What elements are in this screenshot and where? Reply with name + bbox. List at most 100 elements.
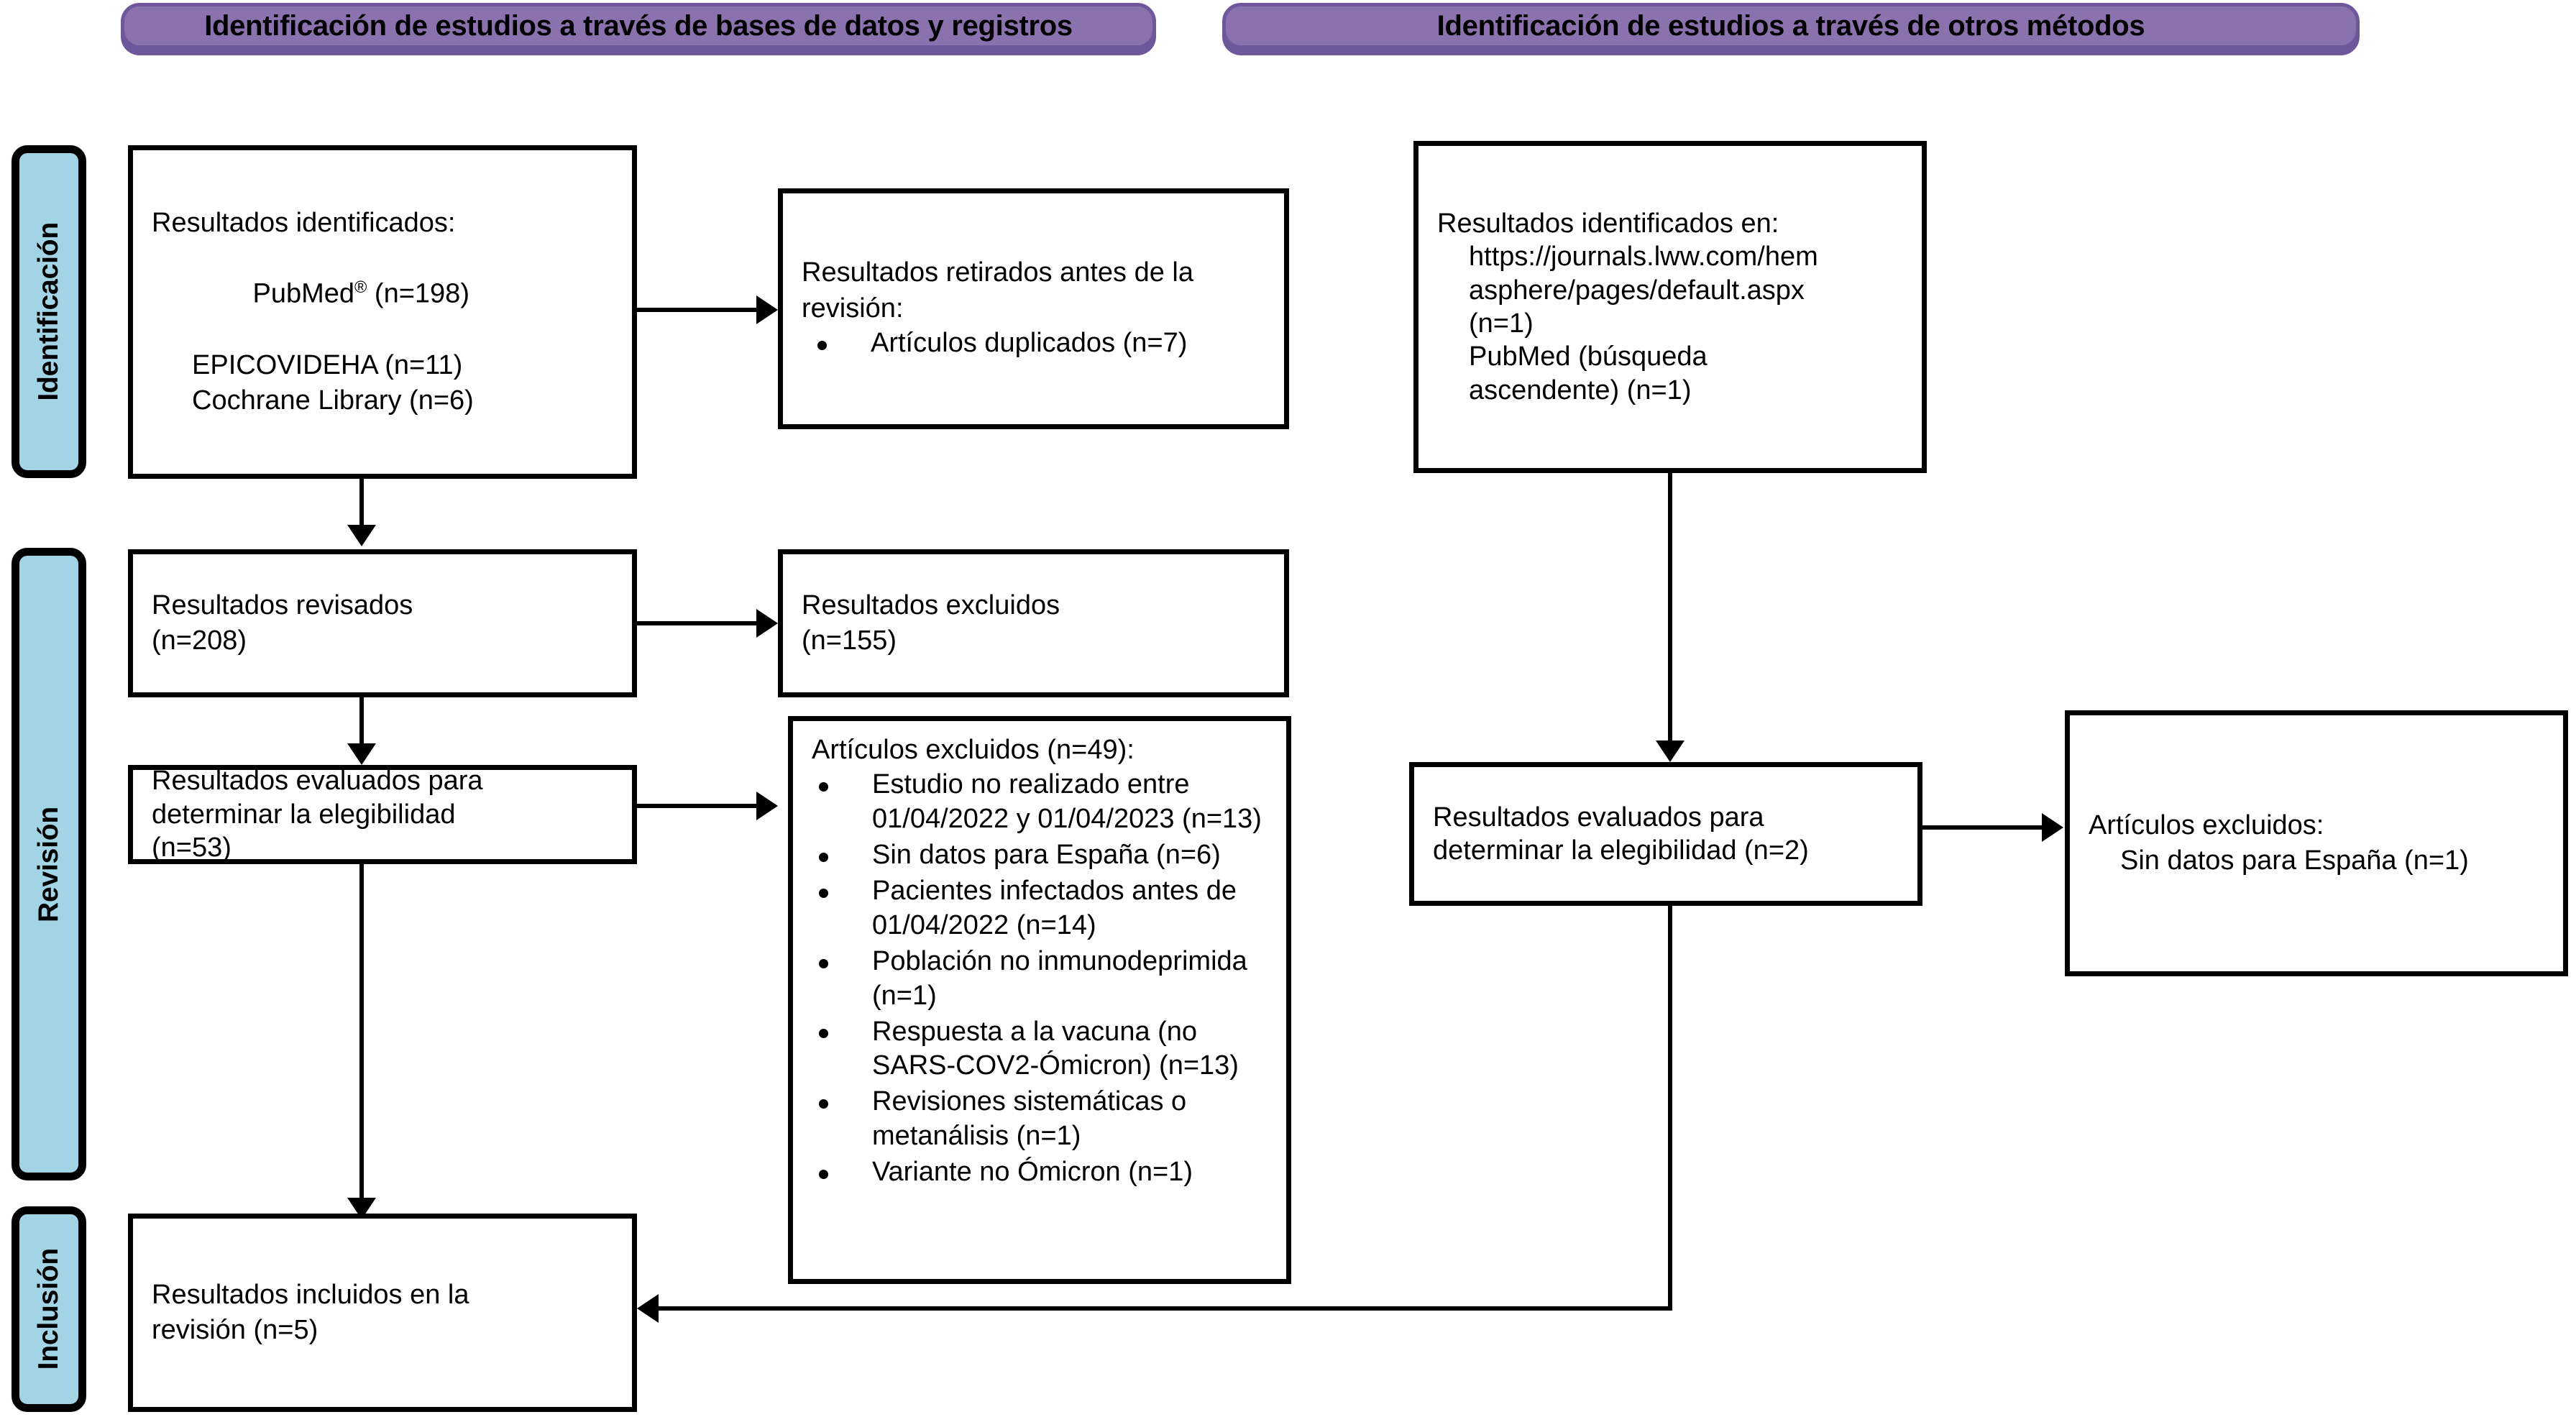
arrowhead-identified-other-to-eligibility-other: [1656, 740, 1685, 762]
connector-identified-to-screened: [359, 479, 364, 529]
arrowhead-eligibility-to-articles-excluded: [756, 792, 778, 820]
identified-source-pubmed-count: (n=198): [367, 278, 469, 309]
node-screened-excluded: Resultados excluidos (n=155): [778, 549, 1289, 697]
removed-bullet-duplicados: Artículos duplicados (n=7): [871, 327, 1188, 358]
node-articles-excluded-other-body: Artículos excluidos: Sin datos para Espa…: [2070, 808, 2563, 879]
list-item: Población no inmunodeprimida (n=1): [803, 945, 1276, 1014]
stage-tab-identificacion: Identificación: [12, 145, 86, 478]
connector-eligibility-to-articles-excluded: [637, 804, 759, 808]
arrowhead-identified-to-removed: [756, 295, 778, 324]
node-eligibility-databases-body: Resultados evaluados para determinar la …: [133, 764, 632, 864]
identified-source-epicovideha: EPICOVIDEHA (n=11): [192, 349, 463, 380]
arrowhead-screened-to-eligibility: [347, 743, 376, 765]
screened-excluded-count: (n=155): [802, 625, 897, 656]
node-identified-databases: Resultados identificados: PubMed® (n=198…: [128, 145, 637, 479]
identified-other-url-count: (n=1): [1469, 308, 1534, 339]
node-articles-excluded-body: Artículos excluidos (n=49): Estudio no r…: [793, 733, 1286, 1191]
identified-other-url-part1: https://journals.lww.com/hem: [1469, 242, 1818, 272]
connector-identified-other-to-eligibility-other: [1668, 473, 1672, 745]
bullet-dot-icon: [819, 852, 828, 862]
removed-bullet-list: Artículos duplicados (n=7): [802, 326, 1265, 361]
connector-identified-to-removed: [637, 308, 759, 312]
connector-screened-to-eligibility: [359, 697, 364, 748]
node-eligibility-databases: Resultados evaluados para determinar la …: [128, 765, 637, 864]
node-removed-before-screening: Resultados retirados antes de la revisió…: [778, 188, 1289, 429]
node-included-body: Resultados incluidos en la revisión (n=5…: [133, 1278, 632, 1349]
identified-other-url-part2: asphere/pages/default.aspx: [1469, 275, 1805, 306]
list-item: Sin datos para España (n=6): [803, 838, 1276, 873]
articles-excluded-other-detail: Sin datos para España (n=1): [2120, 845, 2469, 876]
eligibility-other-line1: Resultados evaluados para: [1433, 802, 1764, 833]
node-screened-excluded-body: Resultados excluidos (n=155): [783, 588, 1284, 659]
node-articles-excluded-other: Artículos excluidos: Sin datos para Espa…: [2065, 710, 2568, 976]
node-screened: Resultados revisados (n=208): [128, 549, 637, 697]
arrowhead-screened-to-excluded: [756, 609, 778, 638]
screened-label: Resultados revisados: [152, 590, 413, 620]
node-eligibility-other-methods-body: Resultados evaluados para determinar la …: [1414, 801, 1917, 868]
node-included: Resultados incluidos en la revisión (n=5…: [128, 1214, 637, 1412]
eligibility-db-line2: determinar la elegibilidad: [152, 799, 456, 830]
identified-other-pubmed-line2: ascendente) (n=1): [1469, 375, 1692, 405]
stage-tab-revision-label: Revisión: [33, 806, 64, 922]
node-identified-other-methods-body: Resultados identificados en: https://jou…: [1418, 207, 1922, 407]
list-item: Variante no Ómicron (n=1): [803, 1155, 1276, 1190]
connector-eligibility-other-to-included-horizontal: [659, 1306, 1672, 1311]
arrowhead-eligibility-other-to-excluded-other: [2042, 813, 2063, 842]
banner-databases-label: Identificación de estudios a través de b…: [204, 9, 1073, 42]
stage-tab-inclusion-label: Inclusión: [33, 1248, 64, 1370]
included-line1: Resultados incluidos en la: [152, 1279, 469, 1310]
node-identified-other-methods: Resultados identificados en: https://jou…: [1413, 141, 1927, 473]
connector-eligibility-other-to-included-vertical: [1668, 906, 1672, 1311]
arrowhead-eligibility-other-to-included: [637, 1294, 659, 1323]
connector-eligibility-other-to-excluded-other: [1922, 825, 2045, 830]
eligibility-other-line2: determinar la elegibilidad (n=2): [1433, 835, 1809, 866]
stage-tab-inclusion: Inclusión: [12, 1206, 86, 1412]
node-screened-body: Resultados revisados (n=208): [133, 588, 632, 659]
node-removed-before-screening-body: Resultados retirados antes de la revisió…: [783, 255, 1284, 362]
articles-excluded-bullet-2: Sin datos para España (n=6): [872, 840, 1221, 871]
list-item: Respuesta a la vacuna (no SARS-COV2-Ómic…: [803, 1015, 1276, 1084]
connector-eligibility-to-included: [359, 864, 364, 1202]
removed-heading-line2: revisión:: [802, 293, 904, 324]
node-identified-databases-body: Resultados identificados: PubMed® (n=198…: [133, 206, 632, 419]
bullet-dot-icon: [819, 888, 828, 898]
identified-source-pubmed: PubMed® (n=198): [152, 241, 613, 348]
identified-other-heading: Resultados identificados en:: [1437, 208, 1779, 239]
bullet-dot-icon: [819, 958, 828, 968]
stage-tab-revision: Revisión: [12, 548, 86, 1180]
eligibility-db-line1: Resultados evaluados para: [152, 766, 483, 797]
bullet-dot-icon: [819, 782, 828, 792]
bullet-dot-icon: [819, 1029, 828, 1039]
included-line2: revisión (n=5): [152, 1315, 318, 1345]
identified-other-pubmed-line1: PubMed (búsqueda: [1469, 341, 1708, 372]
banner-other-methods: Identificación de estudios a través de o…: [1222, 3, 2360, 49]
node-articles-excluded: Artículos excluidos (n=49): Estudio no r…: [788, 716, 1291, 1284]
list-item: Estudio no realizado entre 01/04/2022 y …: [803, 768, 1276, 837]
articles-excluded-bullet-6: Revisiones sistemáticas o metanálisis (n…: [872, 1086, 1187, 1152]
registered-trademark-icon: ®: [354, 278, 367, 297]
connector-screened-to-excluded: [637, 621, 759, 625]
articles-excluded-bullet-5: Respuesta a la vacuna (no SARS-COV2-Ómic…: [872, 1016, 1239, 1081]
eligibility-db-count: (n=53): [152, 833, 232, 863]
screened-excluded-label: Resultados excluidos: [802, 590, 1060, 620]
articles-excluded-other-heading: Artículos excluidos:: [2089, 810, 2324, 840]
articles-excluded-bullet-3: Pacientes infectados antes de 01/04/2022…: [872, 876, 1237, 940]
removed-heading-line1: Resultados retirados antes de la: [802, 257, 1193, 288]
bullet-dot-icon: [819, 1169, 828, 1179]
articles-excluded-heading: Artículos excluidos (n=49):: [812, 735, 1135, 765]
screened-count: (n=208): [152, 625, 247, 656]
articles-excluded-bullet-7: Variante no Ómicron (n=1): [872, 1157, 1193, 1188]
identified-source-cochrane: Cochrane Library (n=6): [192, 385, 474, 416]
identified-heading: Resultados identificados:: [152, 207, 456, 238]
list-item: Artículos duplicados (n=7): [802, 326, 1265, 361]
bullet-dot-icon: [817, 340, 827, 350]
stage-tab-identificacion-label: Identificación: [33, 222, 64, 401]
arrowhead-identified-to-screened: [347, 525, 376, 546]
node-eligibility-other-methods: Resultados evaluados para determinar la …: [1409, 762, 1922, 906]
list-item: Revisiones sistemáticas o metanálisis (n…: [803, 1085, 1276, 1154]
identified-source-pubmed-name: PubMed: [252, 278, 355, 309]
articles-excluded-bullet-1: Estudio no realizado entre 01/04/2022 y …: [872, 769, 1262, 835]
banner-other-methods-label: Identificación de estudios a través de o…: [1436, 9, 2145, 42]
articles-excluded-bullet-list: Estudio no realizado entre 01/04/2022 y …: [803, 768, 1276, 1190]
